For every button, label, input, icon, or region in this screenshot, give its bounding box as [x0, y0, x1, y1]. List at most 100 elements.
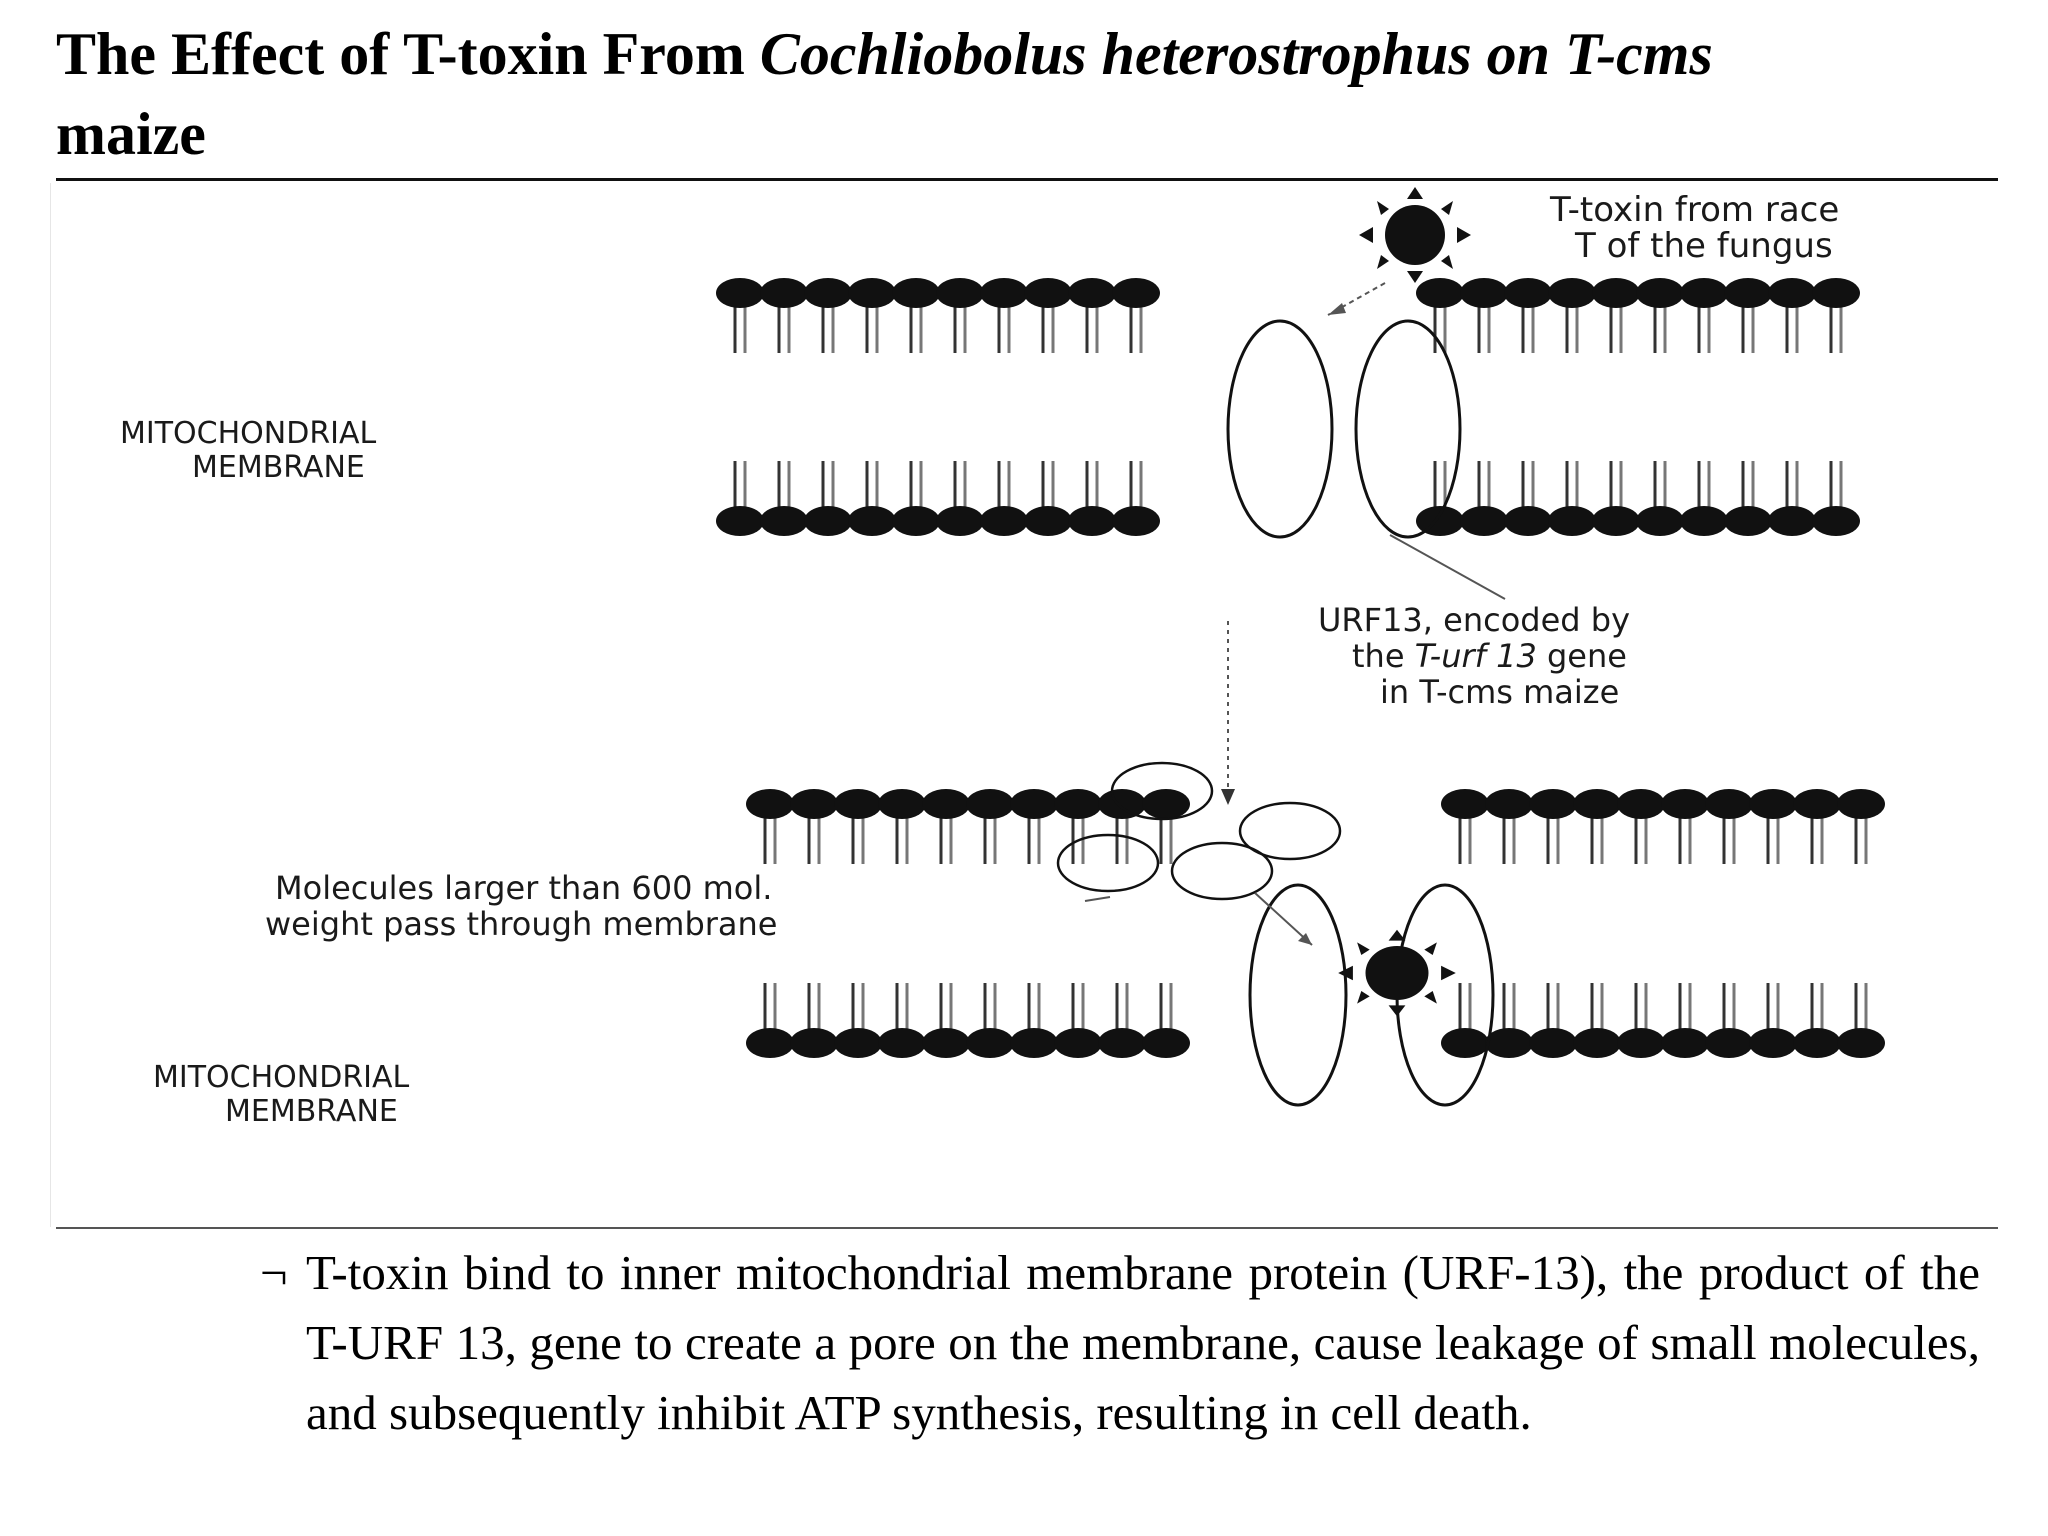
lipid-tail: [821, 459, 835, 515]
lipid-tail: [953, 299, 967, 355]
lipid-head: [1749, 1028, 1797, 1058]
t-toxin-diagram: T-toxin from race T of the fungus MITOCH…: [50, 183, 1885, 1227]
lipid-tail: [1741, 459, 1755, 515]
lipid-head: [760, 278, 808, 308]
lipid-head: [746, 789, 794, 819]
membrane-label-top-line1: MITOCHONDRIAL: [120, 416, 377, 451]
lipid-head: [1768, 506, 1816, 536]
lipid-tail: [1085, 459, 1099, 515]
lipid-tail: [1634, 810, 1648, 866]
lipid-tail: [807, 810, 821, 866]
bullet-icon: ¬: [260, 1245, 288, 1300]
lipid-head: [1529, 789, 1577, 819]
lipid-tail: [1565, 299, 1579, 355]
lipid-head: [1485, 789, 1533, 819]
lipid-tail: [1546, 810, 1560, 866]
lipid-head: [1441, 1028, 1489, 1058]
lipid-tail: [1027, 981, 1041, 1037]
lipid-head: [1661, 1028, 1709, 1058]
molecule-pointer: [1084, 896, 1111, 902]
lipid-head: [1068, 506, 1116, 536]
lipid-tail: [1785, 299, 1799, 355]
lipid-head: [1749, 789, 1797, 819]
toxin-label-line1: T-toxin from race: [1549, 190, 1839, 230]
lipid-head: [848, 278, 896, 308]
lipid-head: [1460, 278, 1508, 308]
lipid-head: [716, 506, 764, 536]
lipid-head: [1485, 1028, 1533, 1058]
lipid-head: [804, 278, 852, 308]
lipid-head: [1617, 1028, 1665, 1058]
bottom-membrane-left: [746, 789, 1190, 1058]
lipid-head: [1416, 278, 1464, 308]
lipid-tail: [1521, 459, 1535, 515]
lipid-head: [1010, 1028, 1058, 1058]
lipid-tail: [1027, 810, 1041, 866]
lipid-tail: [1129, 459, 1143, 515]
lipid-head: [966, 1028, 1014, 1058]
lipid-tail: [1697, 459, 1711, 515]
lipid-head: [1529, 1028, 1577, 1058]
lipid-head: [1054, 789, 1102, 819]
lipid-tail: [1854, 810, 1868, 866]
lipid-head: [1068, 278, 1116, 308]
lipid-tail: [997, 459, 1011, 515]
lipid-head: [1592, 278, 1640, 308]
lipid-tail: [733, 299, 747, 355]
lipid-tail: [1041, 299, 1055, 355]
top-membrane-right: [1416, 278, 1860, 536]
lipid-tail: [1159, 981, 1173, 1037]
molecule: [1170, 841, 1274, 901]
t-toxin-icon: [1359, 187, 1471, 283]
lipid-head: [1636, 278, 1684, 308]
lipid-head: [936, 278, 984, 308]
lipid-tail: [983, 810, 997, 866]
lipid-tail: [733, 459, 747, 515]
pore-arrow: [1254, 892, 1313, 946]
lipid-head: [804, 506, 852, 536]
lipid-head: [790, 789, 838, 819]
lipid-head: [1504, 506, 1552, 536]
lipid-tail: [1653, 299, 1667, 355]
urf13-protein-left-bottom: [1248, 883, 1348, 1107]
caption-text: T-toxin bind to inner mitochondrial memb…: [306, 1245, 1980, 1440]
lipid-tail: [1697, 299, 1711, 355]
lipid-head: [760, 506, 808, 536]
lipid-head: [1142, 789, 1190, 819]
lipid-head: [834, 1028, 882, 1058]
lipid-tail: [1115, 810, 1129, 866]
figure-divider: [56, 1227, 1998, 1229]
lipid-head: [1024, 506, 1072, 536]
lipid-head: [1024, 278, 1072, 308]
lipid-tail: [1741, 299, 1755, 355]
urf-label-line2: the T-urf 13 gene: [1352, 637, 1627, 675]
lipid-tail: [1041, 459, 1055, 515]
lipid-head: [966, 789, 1014, 819]
lipid-head: [922, 1028, 970, 1058]
lipid-tail: [1653, 459, 1667, 515]
lipid-tail: [1829, 459, 1843, 515]
lipid-head: [922, 789, 970, 819]
lipid-head: [1460, 506, 1508, 536]
lipid-head: [980, 278, 1028, 308]
lipid-tail: [1609, 299, 1623, 355]
caption: ¬ T-toxin bind to inner mitochondrial me…: [260, 1238, 1980, 1448]
lipid-head: [1837, 789, 1885, 819]
lipid-tail: [1766, 810, 1780, 866]
urf13-pointer: [1389, 534, 1506, 600]
lipid-tail: [1722, 810, 1736, 866]
lipid-head: [1441, 789, 1489, 819]
lipid-head: [878, 1028, 926, 1058]
lipid-head: [936, 506, 984, 536]
membrane-label-bottom-line2: MEMBRANE: [225, 1094, 398, 1129]
lipid-head: [716, 278, 764, 308]
lipid-head: [1680, 278, 1728, 308]
membrane-label-bottom-line1: MITOCHONDRIAL: [153, 1060, 410, 1095]
lipid-tail: [763, 810, 777, 866]
lipid-head: [1812, 278, 1860, 308]
lipid-head: [878, 789, 926, 819]
lipid-tail: [895, 810, 909, 866]
bottom-membrane-right: [1441, 789, 1885, 1058]
lipid-tail: [1458, 810, 1472, 866]
lipid-head: [1724, 506, 1772, 536]
